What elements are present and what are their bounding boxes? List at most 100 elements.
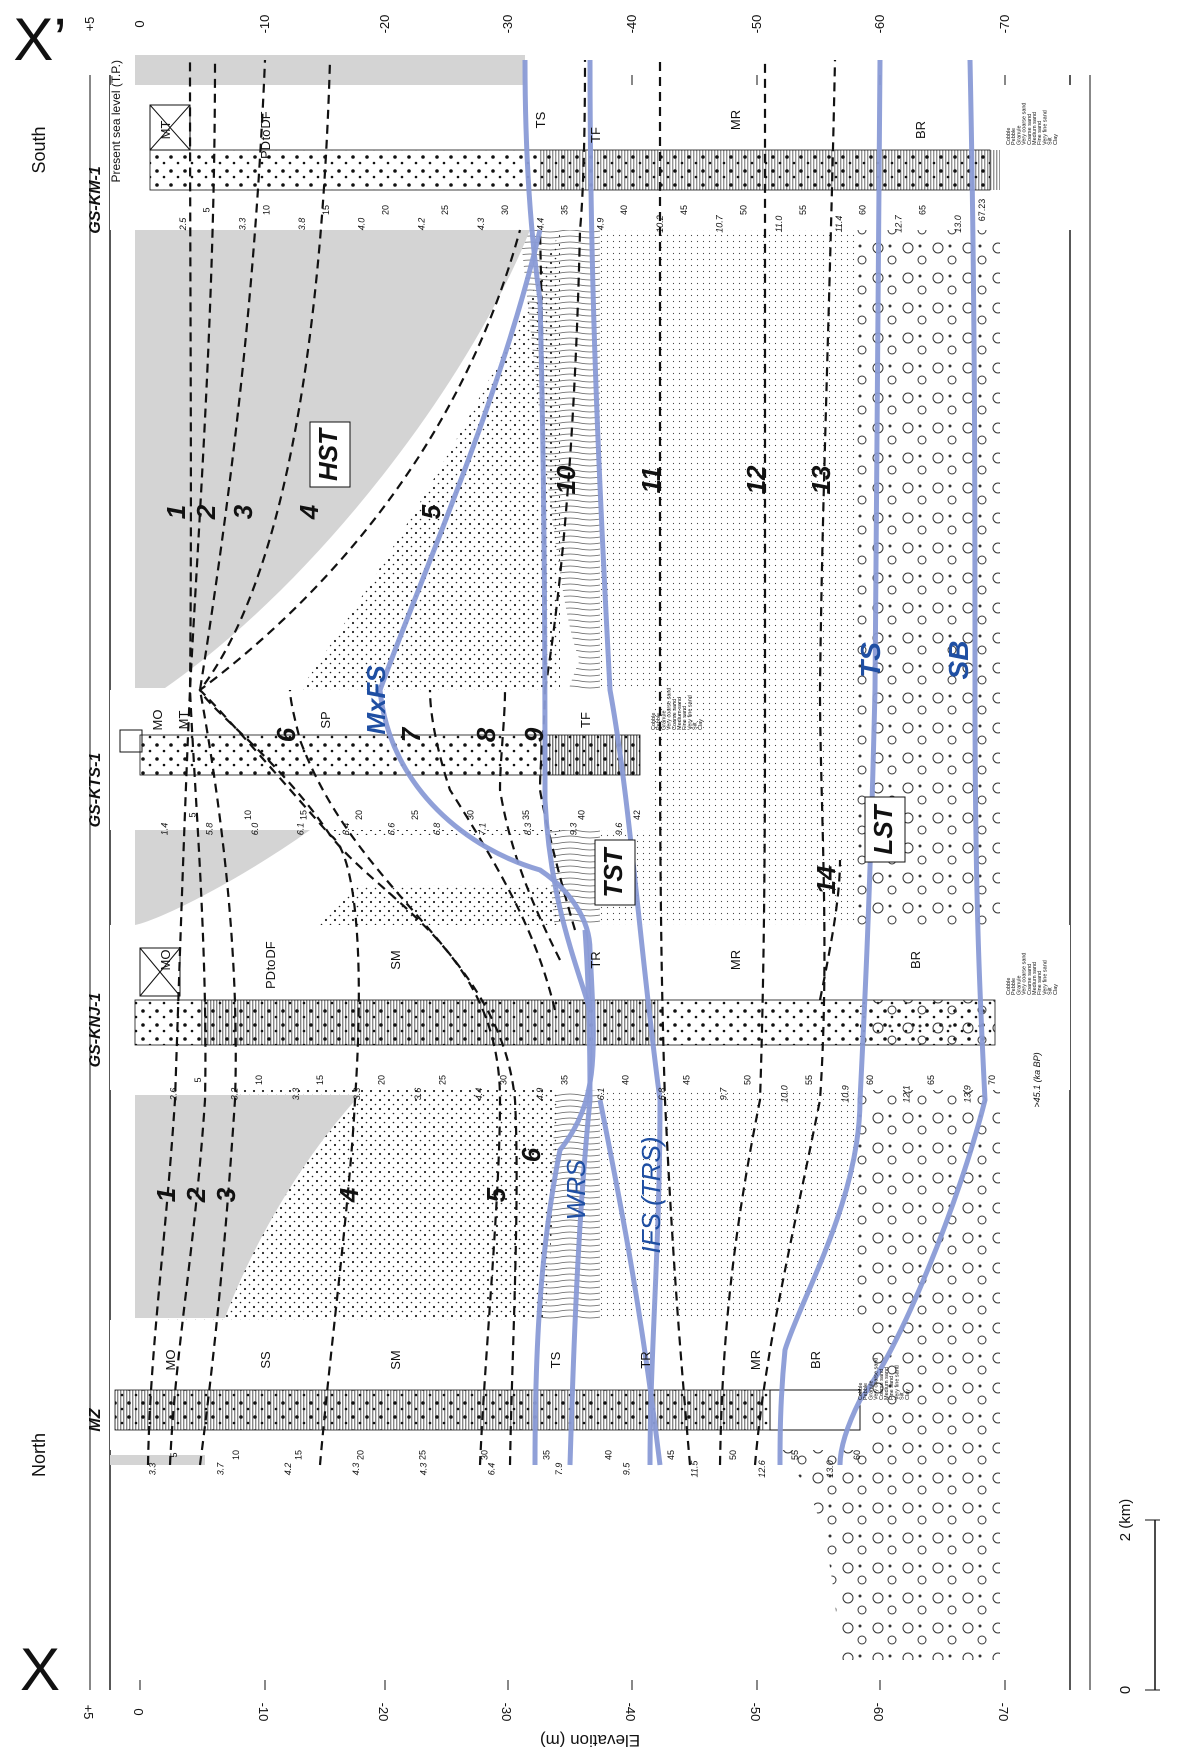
grain-legend-label: Medium sand bbox=[1032, 962, 1038, 995]
surface-label-mxfs: MxFS bbox=[361, 665, 391, 735]
core-age-label: 13.0 bbox=[825, 1460, 835, 1478]
isochron-label-4-south: 4 bbox=[294, 504, 324, 520]
grain-legend-label: Very fine sand bbox=[1042, 960, 1048, 995]
core-label-kts: GS-KTS-1 bbox=[87, 753, 104, 828]
isochron-line-7 bbox=[428, 689, 557, 1011]
isochron-label-14: 14 bbox=[811, 865, 841, 894]
sand-body-south bbox=[300, 230, 560, 690]
isochron-line-6 bbox=[288, 689, 518, 1466]
core-depth-label: 15 bbox=[299, 810, 309, 820]
core-age-label: 4.0 bbox=[357, 218, 367, 231]
unit-km-pd: PD bbox=[258, 141, 273, 159]
grain-legend-label: Granule bbox=[868, 1380, 874, 1400]
grain-legend-label: Silt bbox=[1048, 987, 1054, 995]
sea-level-label: Present sea level (T.P.) bbox=[109, 60, 123, 183]
grain-legend-label: Pebble bbox=[863, 1383, 869, 1400]
core-age-label: 6.1 bbox=[296, 823, 306, 836]
core-age-label: 9.7 bbox=[718, 1087, 728, 1101]
core-depth-label: 20 bbox=[381, 205, 391, 215]
core-age-label: 7.9 bbox=[554, 1463, 564, 1476]
unit-knj-pd: PD bbox=[263, 971, 278, 989]
axis-tick-label-left: -60 bbox=[871, 1703, 886, 1722]
unit-knj-br: BR bbox=[908, 951, 923, 969]
unit-knj-tr: TR bbox=[588, 951, 603, 968]
surface-label-sb: SB bbox=[943, 641, 974, 680]
core-depth-label: 10 bbox=[243, 810, 253, 820]
core-age-label: 6.6 bbox=[387, 823, 397, 836]
unit-mz-mr: MR bbox=[748, 1350, 763, 1370]
core-age-label: 5.8 bbox=[205, 823, 215, 836]
core-age-label: 4.3 bbox=[419, 1463, 429, 1476]
core-label-mz: MZ bbox=[87, 1407, 104, 1431]
core-label-knj: GS-KNJ-1 bbox=[87, 993, 104, 1068]
grain-legend-label: Clay bbox=[698, 719, 704, 730]
core-depth-label: 67.23 bbox=[977, 199, 987, 222]
south-label: South bbox=[29, 126, 49, 173]
surface-label-ifs: IFS (TRS) bbox=[636, 1137, 666, 1254]
grain-legend-label: Fine sand bbox=[1037, 971, 1043, 995]
isochron-label-6-north: 6 bbox=[516, 1147, 546, 1162]
core-age-label: 6.0 bbox=[250, 823, 260, 836]
tst-laminated-body bbox=[520, 230, 600, 1450]
unit-km-mr: MR bbox=[728, 110, 743, 130]
unit-mz-tr: TR bbox=[638, 1351, 653, 1368]
lst-label: LST bbox=[868, 803, 898, 854]
unit-knj-to: to bbox=[263, 960, 278, 971]
core-depth-label: 35 bbox=[521, 810, 531, 820]
core-label-km: GS-KM-1 bbox=[87, 166, 104, 234]
grain-legend-label: Granule bbox=[1016, 975, 1022, 995]
axis-tick-label-left: -10 bbox=[256, 1703, 271, 1722]
core-depth-label: 50 bbox=[738, 205, 748, 215]
core-km-box-x2 bbox=[149, 104, 191, 151]
core-depth-label: 30 bbox=[480, 1450, 490, 1460]
grain-legend-label: Granule bbox=[661, 710, 667, 730]
core-depth-label: 25 bbox=[440, 205, 450, 215]
core-depth-label: 25 bbox=[417, 1450, 427, 1460]
core-depth-label: 45 bbox=[666, 1450, 676, 1460]
core-age-label: 4.9 bbox=[535, 1088, 545, 1101]
core-depth-label: 10 bbox=[261, 205, 271, 215]
core-age-label: 6.4 bbox=[341, 823, 351, 836]
core-age-label: 9.5 bbox=[622, 1462, 632, 1476]
core-age-label: 3.3 bbox=[352, 1088, 362, 1101]
tst-label: TST bbox=[598, 846, 628, 897]
unit-knj-df: DF bbox=[263, 941, 278, 958]
isochron-line-12 bbox=[718, 60, 767, 1466]
core-depth-label: 30 bbox=[465, 810, 475, 820]
unit-mz-ts: TS bbox=[548, 1351, 563, 1368]
axis-tick-label-right: -60 bbox=[872, 15, 887, 34]
core-age-label: 3.3 bbox=[291, 1088, 301, 1101]
isochron-label-4-north: 4 bbox=[334, 1187, 364, 1203]
shaded-area-mz bbox=[135, 1095, 360, 1318]
isochron-label-5-north: 5 bbox=[481, 1187, 511, 1202]
core-depth-label: 40 bbox=[619, 205, 629, 215]
core-age-label: 2.6 bbox=[169, 1088, 179, 1102]
core-depth-label: 42 bbox=[632, 810, 642, 820]
scale-bar: 0 2 (km) bbox=[1117, 1499, 1160, 1694]
shaded-area-knj bbox=[135, 830, 310, 925]
axis-title: Elevation (m) bbox=[540, 1731, 640, 1750]
grain-legend-label: Very coarse sand bbox=[667, 688, 673, 731]
unit-kts-tf: TF bbox=[578, 712, 593, 728]
core-bottom-age-label: >45.1 (ka BP) bbox=[1032, 1052, 1042, 1107]
isochron-label-2-south: 2 bbox=[191, 504, 221, 520]
core-depth-label: 5 bbox=[193, 1077, 203, 1082]
lst-box bbox=[864, 796, 906, 863]
grain-legend-label: Very fine sand bbox=[894, 1365, 900, 1400]
isochron-label-10: 10 bbox=[551, 465, 581, 494]
surface-ifs bbox=[587, 59, 663, 1466]
core-age-label: 3.8 bbox=[297, 218, 307, 231]
grain-legend-label: Very fine sand bbox=[687, 695, 693, 730]
core-depth-label: 5 bbox=[202, 207, 212, 212]
unit-mz-sm: SM bbox=[388, 1350, 403, 1370]
core-age-label: 6.1 bbox=[596, 1088, 606, 1101]
unit-km-mt: MT bbox=[158, 121, 173, 140]
isochron-line-4 bbox=[198, 59, 360, 1466]
core-depth-label: 60 bbox=[858, 205, 868, 215]
core-depth-label: 20 bbox=[354, 810, 364, 820]
unit-mz-ss: SS bbox=[258, 1351, 273, 1369]
scale-bar-end: 2 (km) bbox=[1117, 1499, 1134, 1542]
